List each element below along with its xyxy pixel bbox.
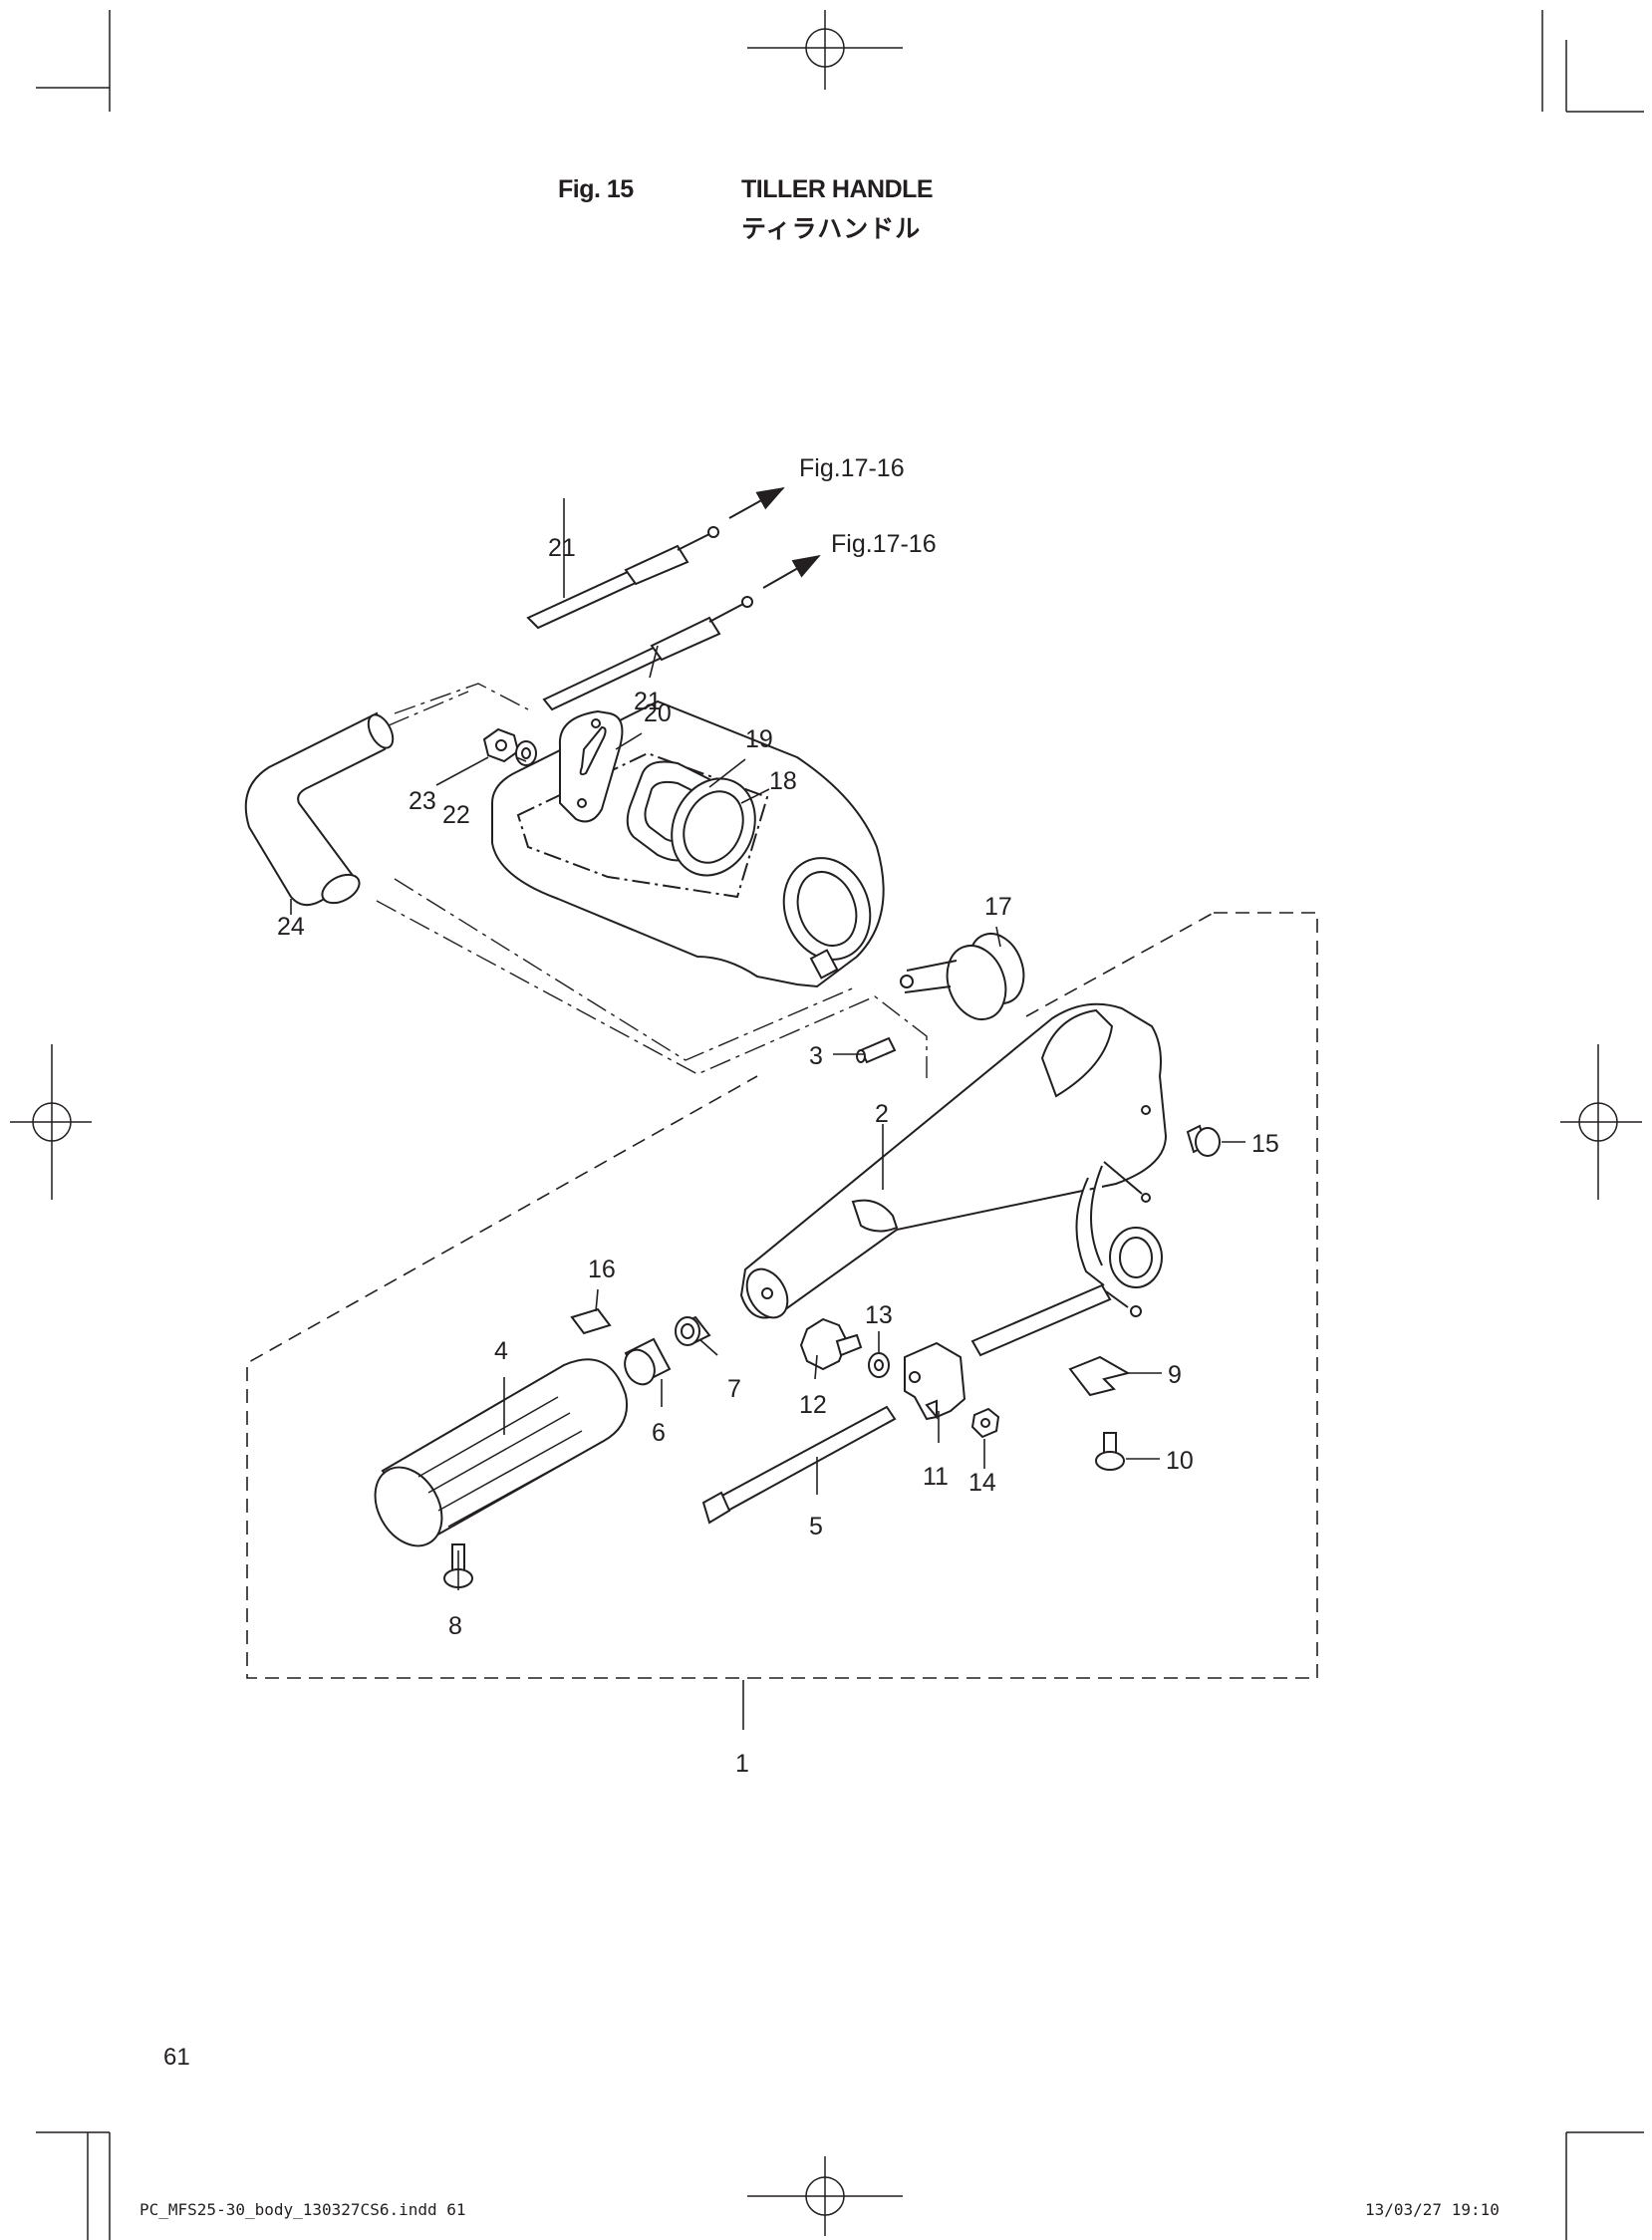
stud-bolt-part-3	[856, 1036, 897, 1064]
callout-17: 17	[984, 893, 1012, 921]
callout-12: 12	[799, 1391, 827, 1419]
callout-2: 2	[875, 1100, 889, 1128]
throttle-shaft-part-5	[701, 1405, 897, 1525]
reference-label-lower: Fig.17-16	[831, 530, 937, 558]
print-slug-filename: PC_MFS25-30_body_130327CS6.indd 61	[139, 2200, 466, 2219]
friction-knob-part-12	[799, 1317, 863, 1371]
page-number: 61	[163, 2044, 190, 2071]
callout-15: 15	[1251, 1130, 1279, 1158]
registration-mark-top	[747, 10, 903, 90]
reference-arrow-upper	[728, 487, 785, 519]
dash-dot-guideline	[376, 900, 928, 1082]
callout-7: 7	[727, 1375, 741, 1403]
callout-16: 16	[588, 1256, 616, 1283]
throttle-grip-part-4	[374, 1358, 628, 1547]
callout-18: 18	[769, 767, 797, 795]
callout-14: 14	[968, 1469, 996, 1497]
cable-part-21-upper	[526, 526, 719, 630]
callout-19: 19	[745, 725, 773, 753]
registration-mark-right	[1560, 1044, 1642, 1200]
ring-part-18	[671, 777, 756, 877]
callout-4: 4	[494, 1337, 508, 1365]
screw-part-10	[1095, 1432, 1125, 1471]
plate-part-20	[558, 709, 624, 823]
callout-1: 1	[735, 1750, 749, 1778]
cable-part-21-lower	[542, 596, 753, 711]
figure-number: Fig. 15	[558, 175, 634, 203]
collar-part-6	[624, 1337, 672, 1386]
registration-mark-left	[10, 1044, 92, 1200]
callout-23: 23	[409, 787, 436, 815]
callout-9: 9	[1168, 1361, 1182, 1389]
nut-part-23	[482, 727, 520, 763]
washer-part-22	[515, 740, 537, 766]
callout-21-lower: 21	[634, 688, 662, 715]
clip-part-9	[1068, 1355, 1131, 1397]
throttle-bracket-part-11	[904, 1341, 966, 1421]
callout-6: 6	[652, 1419, 666, 1447]
callout-24: 24	[277, 913, 305, 941]
callout-13: 13	[865, 1301, 893, 1329]
reference-label-upper: Fig.17-16	[799, 454, 905, 482]
registration-mark-bottom	[747, 2156, 903, 2236]
leader-lines	[290, 498, 1245, 1730]
nut-part-14	[970, 1407, 1000, 1439]
crop-marks	[36, 10, 1644, 2240]
print-slug-timestamp: 13/03/27 19:10	[1365, 2200, 1500, 2219]
dash-dot-guideline-3	[388, 683, 529, 726]
callout-8: 8	[448, 1612, 462, 1640]
callout-3: 3	[809, 1042, 823, 1070]
handle-arm-part-2	[739, 1002, 1168, 1319]
hose-part-24	[244, 711, 395, 907]
cap-part-15	[1186, 1124, 1221, 1157]
assembly-boundary-dashed	[246, 912, 1318, 1679]
figure-title: TILLER HANDLE	[741, 175, 934, 203]
stop-switch-assembly	[970, 1161, 1163, 1357]
reference-arrow-lower	[762, 555, 821, 589]
callout-11: 11	[923, 1463, 949, 1491]
callout-20: 20	[644, 700, 672, 727]
callout-21-upper: 21	[548, 534, 576, 562]
washer-part-13	[868, 1352, 890, 1378]
callout-labels: 1 2 3 4 5 6 7 8 9 10 11 12 13 14 15 16 1…	[277, 454, 1279, 1778]
label-part-16	[570, 1307, 612, 1335]
bushing-part-7	[675, 1315, 711, 1346]
callout-5: 5	[809, 1513, 823, 1540]
figure-title-japanese: ティラハンドル	[741, 215, 922, 243]
callout-10: 10	[1166, 1447, 1194, 1475]
bushing-part-17	[900, 933, 1025, 1020]
dash-dot-guideline-2	[394, 878, 858, 1061]
callout-22: 22	[442, 801, 470, 829]
